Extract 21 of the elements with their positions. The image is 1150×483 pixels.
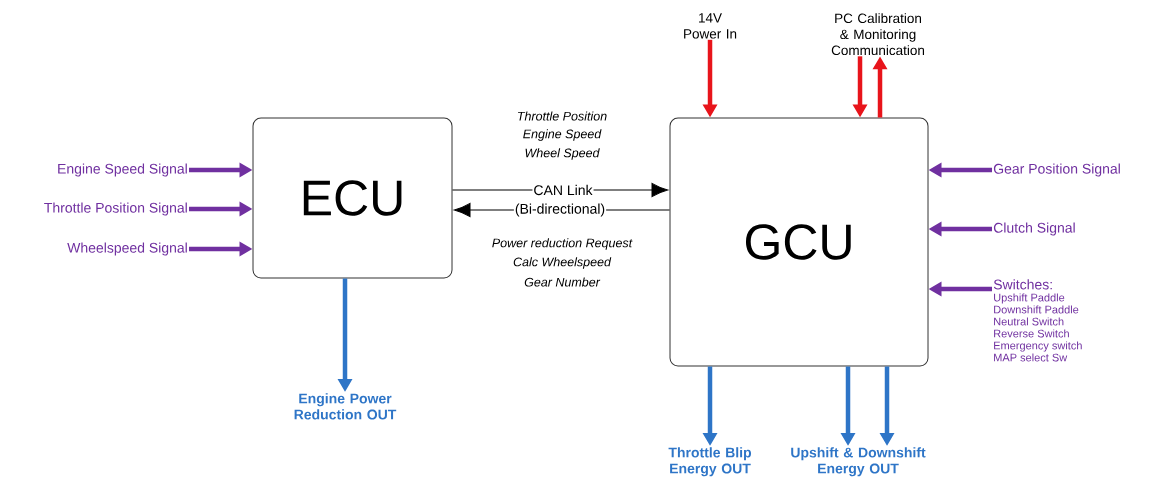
signal-label: Engine Power Reduction OUT (294, 393, 397, 420)
signal-label: Clutch Signal (993, 222, 1075, 236)
message-label: Calc Wheelspeed (513, 257, 612, 269)
switch-list: Switches: Upshift Paddle Downshift Paddle Neutral Switch Reverse Switch Emergency switch MAP select Sw (993, 279, 1082, 362)
message-label: Wheel Speed (525, 148, 600, 160)
message-label: Power reduction Request (492, 238, 633, 250)
message-label: Throttle Position (518, 111, 607, 121)
control-unit-box: GCU (669, 117, 929, 367)
message-label: Engine Speed (523, 129, 602, 141)
signal-label: Throttle Blip Energy OUT (668, 447, 752, 477)
signal-label: Throttle Position Signal (44, 202, 187, 216)
edge-label: (Bi-directional) (513, 202, 607, 218)
edge-label: CAN Link (532, 183, 594, 197)
message-label: Gear Number (524, 277, 601, 287)
signal-label: PC Calibration & Monitoring Communication (831, 13, 924, 56)
signal-label: Gear Position Signal (993, 163, 1120, 177)
signal-label: 14V Power In (684, 13, 737, 39)
signal-label: Upshift & Downshift Energy OUT (791, 447, 926, 477)
signal-label: Wheelspeed Signal (67, 242, 187, 256)
control-unit-box: ECU (252, 117, 453, 279)
signal-label: Engine Speed Signal (58, 163, 187, 177)
